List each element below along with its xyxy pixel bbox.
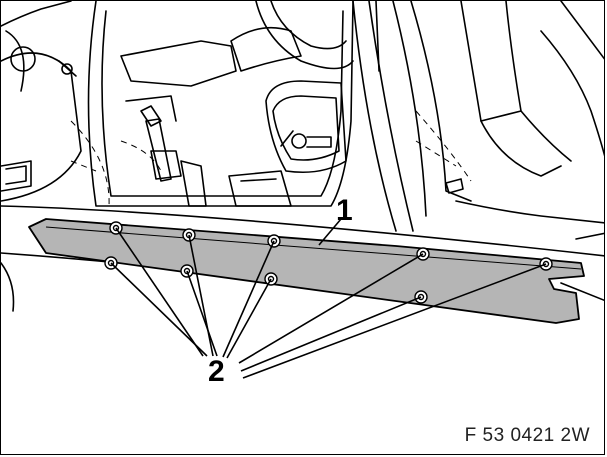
pedal-right	[180, 160, 207, 207]
rear-seat	[460, 1, 522, 122]
leader-line-1	[318, 218, 342, 246]
callout-label-1: 1	[336, 194, 353, 227]
door-frame-left	[1, 1, 72, 27]
b-pillar	[352, 1, 397, 232]
door-opening-front	[87, 1, 354, 207]
sill-panel	[28, 218, 585, 324]
pedal-left	[145, 118, 172, 182]
leader-lines-2	[110, 227, 547, 379]
steering-wheel	[255, 1, 354, 70]
figure-code: F 53 0421 2W	[464, 425, 590, 446]
door-opening-rear	[392, 1, 427, 217]
center-console	[265, 80, 347, 174]
callout-label-2: 2	[208, 355, 225, 388]
door-panel-left	[1, 52, 82, 202]
